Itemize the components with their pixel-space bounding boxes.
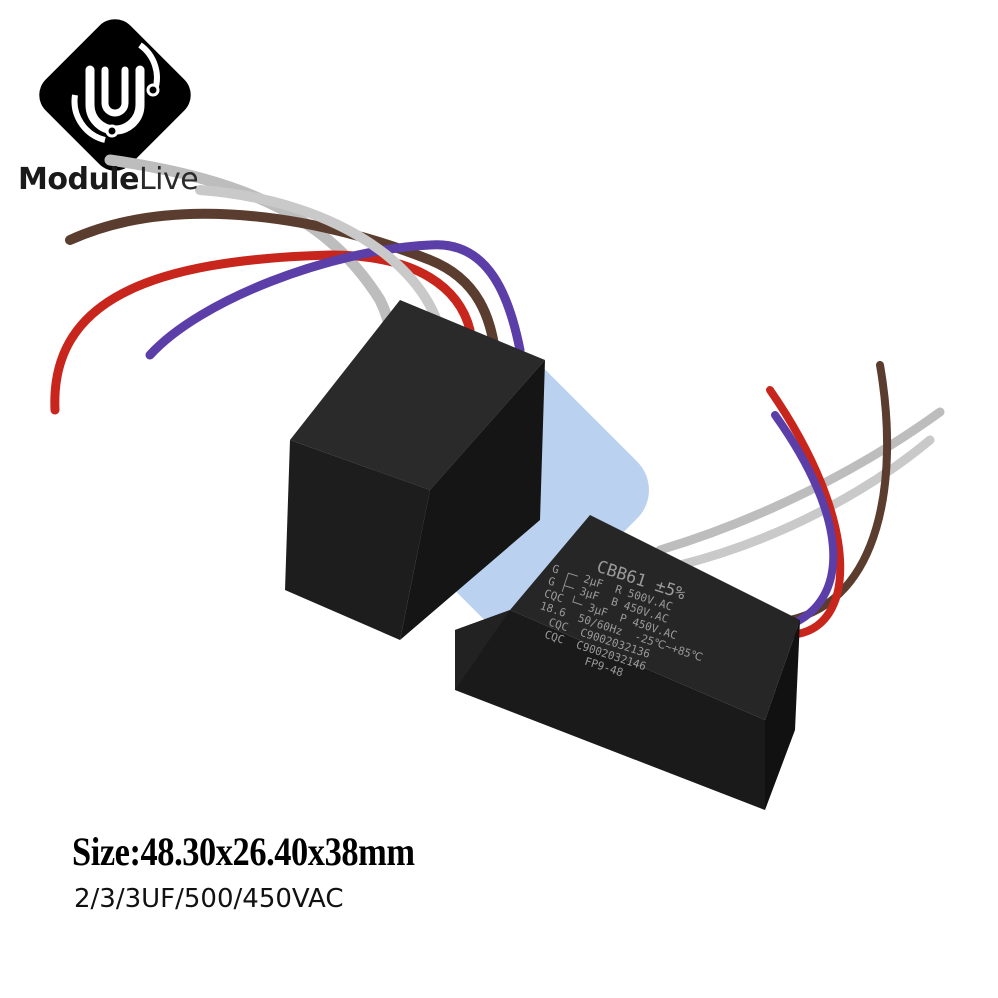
brand-name-light: Live	[138, 162, 199, 197]
size-text: Size:48.30x26.40x38mm	[72, 829, 415, 874]
right-capacitor	[455, 515, 800, 810]
spec-text: 2/3/3UF/500/450VAC	[74, 884, 344, 914]
right-capacitor-wires	[655, 361, 945, 639]
left-capacitor-wires	[50, 154, 525, 491]
module-live-logo-icon	[39, 19, 191, 171]
left-capacitor	[285, 300, 545, 640]
brand-name-bold: Module	[18, 162, 139, 197]
brand-name: ModuleLive	[18, 162, 199, 197]
